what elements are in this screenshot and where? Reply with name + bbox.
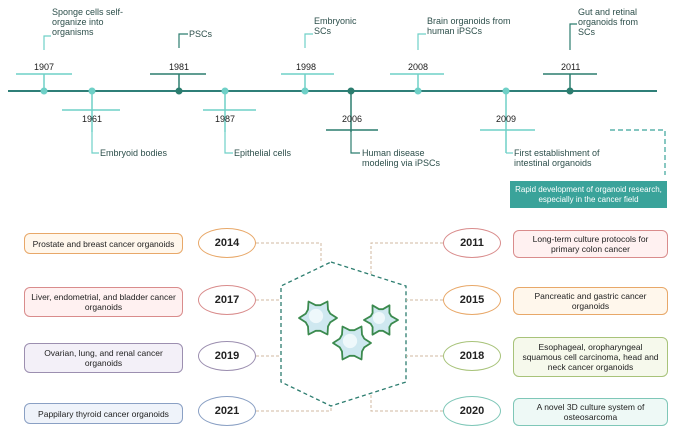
year-2009: 2009 — [496, 114, 517, 124]
oval-2018: 2018 — [443, 341, 501, 371]
marker-2009 — [480, 87, 535, 154]
right-box-2020: A novel 3D culture system of osteosarcom… — [513, 398, 668, 426]
marker-2011 — [543, 23, 597, 95]
banner-rapid-development: Rapid development of organoid research, … — [510, 181, 667, 208]
right-box-2011: Long-term culture protocols for primary … — [513, 230, 668, 258]
year-1987: 1987 — [215, 114, 236, 124]
year-1961: 1961 — [82, 114, 103, 124]
left-box-2019: Ovarian, lung, and renal cancer organoid… — [24, 343, 183, 373]
event-1907-text: Sponge cells self-organize into organism… — [52, 7, 124, 37]
center-hexagon — [280, 261, 407, 407]
oval-2015: 2015 — [443, 285, 501, 315]
right-box-2018: Esophageal, oropharyngeal squamous cell … — [513, 337, 668, 377]
left-box-2017: Liver, endometrial, and bladder cancer o… — [24, 287, 183, 317]
event-2008-text: Brain organoids from human iPSCs — [427, 16, 511, 36]
oval-2017: 2017 — [198, 285, 256, 315]
organoid-cell-highlight — [342, 333, 358, 349]
oval-2014: 2014 — [198, 228, 256, 258]
oval-2011: 2011 — [443, 228, 501, 258]
event-2006-text: Human disease modeling via iPSCs — [362, 148, 441, 168]
oval-2019: 2019 — [198, 341, 256, 371]
marker-1961 — [62, 87, 120, 154]
marker-1998 — [281, 33, 334, 95]
event-2011-text: Gut and retinal organoids from SCs — [578, 7, 639, 37]
organoid-cell-highlight — [308, 308, 324, 324]
event-2009-text: First establishment of intestinal organo… — [514, 148, 600, 168]
organoid-cell-highlight — [372, 311, 386, 325]
banner-connector — [610, 129, 666, 175]
year-1981: 1981 — [169, 62, 190, 72]
year-1998: 1998 — [296, 62, 317, 72]
year-2006: 2006 — [342, 114, 363, 124]
year-2011: 2011 — [561, 62, 581, 72]
organoid-cells-illustration — [298, 300, 399, 361]
connectors — [256, 242, 443, 412]
left-box-2021: Pappilary thyroid cancer organoids — [24, 403, 183, 424]
marker-2006 — [326, 87, 378, 154]
right-box-2015: Pancreatic and gastric cancer organoids — [513, 287, 668, 315]
left-box-2014: Prostate and breast cancer organoids — [24, 233, 183, 254]
oval-2020: 2020 — [443, 396, 501, 426]
marker-1981 — [150, 33, 206, 95]
event-1961-text: Embryoid bodies — [100, 148, 168, 158]
oval-2021: 2021 — [198, 396, 256, 426]
marker-2008 — [390, 33, 444, 95]
year-1907: 1907 — [34, 62, 55, 72]
year-2008: 2008 — [408, 62, 429, 72]
event-1998-text: Embryonic SCs — [314, 16, 357, 36]
marker-1987 — [203, 87, 256, 154]
event-1981-text: PSCs — [189, 29, 213, 39]
event-1987-text: Epithelial cells — [234, 148, 292, 158]
marker-1907 — [16, 35, 72, 95]
